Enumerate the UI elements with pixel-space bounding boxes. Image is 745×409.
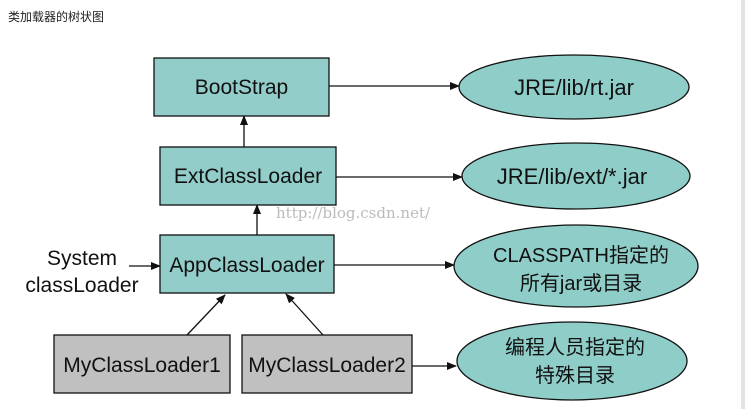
diagram-caption: 类加载器的树状图 <box>8 10 105 24</box>
node-my-classloader-2: MyClassLoader2 <box>241 334 413 394</box>
edge-my2-to-app <box>285 293 324 336</box>
node-app-classloader-label: AppClassLoader <box>169 254 324 277</box>
node-ext-classloader: ExtClassLoader <box>159 146 337 206</box>
node-my-classloader-2-label: MyClassLoader2 <box>248 354 406 377</box>
path-rt-jar: JRE/lib/rt.jar <box>458 54 690 120</box>
path-ext-jar: JRE/lib/ext/*.jar <box>461 142 691 210</box>
path-ext-jar-label: JRE/lib/ext/*.jar <box>497 164 647 189</box>
node-app-classloader: AppClassLoader <box>159 234 335 294</box>
path-classpath: CLASSPATH指定的 所有jar或目录 <box>453 224 699 308</box>
system-classloader-label: System classLoader <box>22 245 142 299</box>
watermark-url: http://blog.csdn.net/ <box>276 204 431 222</box>
path-special-dir: 编程人员指定的 特殊目录 <box>456 321 688 401</box>
edge-my1-to-app <box>186 294 226 336</box>
path-special-dir-line1: 编程人员指定的 <box>505 336 645 359</box>
path-classpath-line2: 所有jar或目录 <box>520 272 642 295</box>
node-ext-classloader-label: ExtClassLoader <box>174 165 322 188</box>
node-bootstrap-label: BootStrap <box>195 76 288 99</box>
scrollbar-edge <box>741 0 745 409</box>
system-label-line1: System <box>46 247 117 270</box>
node-my-classloader-1: MyClassLoader1 <box>53 334 231 394</box>
path-special-dir-line2: 特殊目录 <box>535 364 615 387</box>
path-rt-jar-label: JRE/lib/rt.jar <box>514 75 634 100</box>
path-classpath-line1: CLASSPATH指定的 <box>493 244 669 267</box>
system-label-line2: classLoader <box>25 274 139 297</box>
node-my-classloader-1-label: MyClassLoader1 <box>63 354 221 377</box>
node-bootstrap: BootStrap <box>153 57 330 117</box>
